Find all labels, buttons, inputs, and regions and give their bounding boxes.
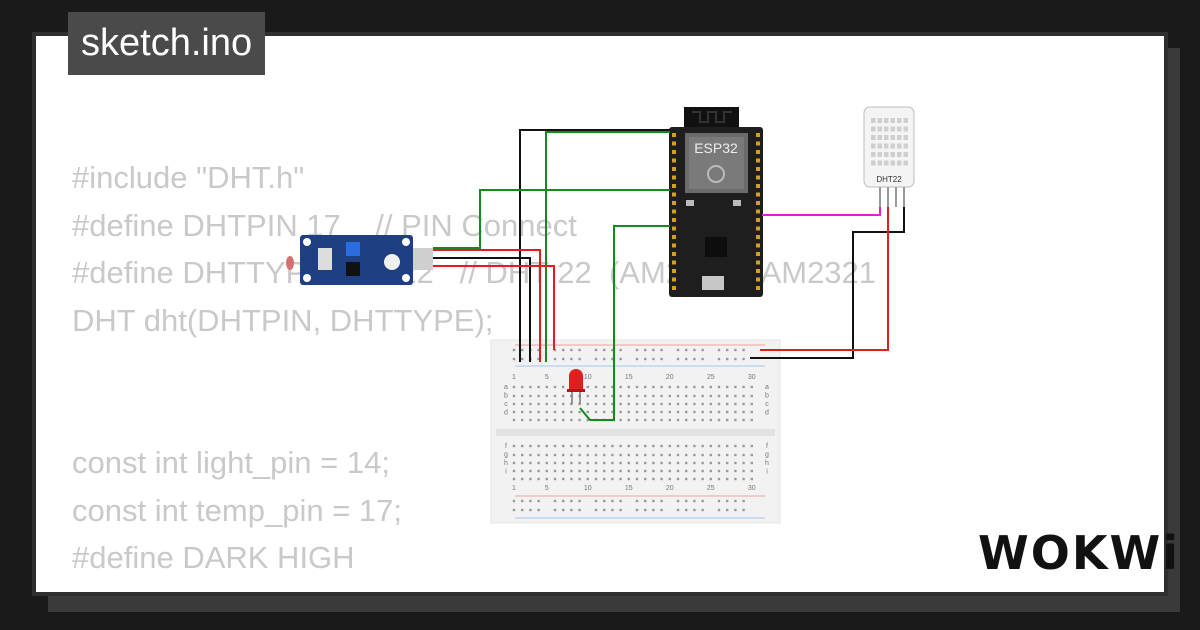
breadboard-label: b — [765, 393, 769, 400]
breadboard-label: 30 — [748, 485, 756, 492]
breadboard-label: d — [504, 410, 508, 417]
breadboard-label: 25 — [707, 485, 715, 492]
breadboard-label: 15 — [625, 374, 633, 381]
esp32-board[interactable]: ESP32 — [669, 107, 763, 297]
preview-card: #include "DHT.h"#define DHTPIN 17 // PIN… — [32, 32, 1168, 596]
breadboard-label: a — [765, 384, 769, 391]
dht22-label: DHT22 — [876, 175, 902, 184]
breadboard-label: 20 — [666, 374, 674, 381]
wires — [433, 129, 905, 421]
code-line: #include "DHT.h" — [72, 160, 305, 195]
breadboard-label: f — [505, 443, 507, 450]
sketch-filename: sketch.ino — [68, 12, 266, 75]
photoresistor-module[interactable] — [286, 235, 433, 285]
breadboard-label: a — [504, 384, 508, 391]
code-line: DHT dht(DHTPIN, DHTTYPE); — [72, 302, 494, 338]
breadboard-label: b — [504, 393, 508, 400]
breadboard-label: d — [765, 410, 769, 417]
code-line: #define LIGHT LOW — [72, 582, 876, 593]
breadboard-label: h — [504, 460, 508, 467]
potentiometer-icon — [346, 242, 360, 256]
code-line: const int light_pin = 14; — [72, 445, 390, 480]
breadboard-label: g — [765, 452, 769, 459]
esp32-label: ESP32 — [694, 140, 738, 156]
red-led[interactable] — [567, 369, 585, 404]
code-line: #define DARK HIGH — [72, 540, 355, 575]
breadboard-label: 1 — [512, 374, 516, 381]
breadboard-label: g — [504, 452, 508, 459]
breadboard-label: 10 — [584, 485, 592, 492]
breadboard-label: 1 — [512, 485, 516, 492]
breadboard-label: 25 — [707, 374, 715, 381]
breadboard-label: 5 — [545, 374, 549, 381]
breadboard-label: 15 — [625, 485, 633, 492]
breadboard-label: 5 — [545, 485, 549, 492]
breadboard-label: c — [504, 401, 508, 408]
breadboard-label: i — [505, 469, 507, 476]
breadboard-label: 10 — [584, 374, 592, 381]
code-line: const int temp_pin = 17; — [72, 492, 403, 528]
usb-port — [702, 276, 724, 290]
ldr-icon — [286, 256, 294, 270]
dht22-sensor[interactable]: DHT22 — [863, 106, 915, 207]
breadboard-label: h — [765, 460, 769, 467]
breadboard-label: c — [765, 401, 769, 408]
espressif-logo-icon — [707, 165, 725, 183]
breadboard-label: 30 — [748, 374, 756, 381]
breadboard-label: f — [766, 443, 768, 450]
wokwi-logo: WOKWi — [978, 526, 1180, 580]
breadboard-label: i — [766, 469, 768, 476]
breadboard-label: 20 — [666, 485, 674, 492]
